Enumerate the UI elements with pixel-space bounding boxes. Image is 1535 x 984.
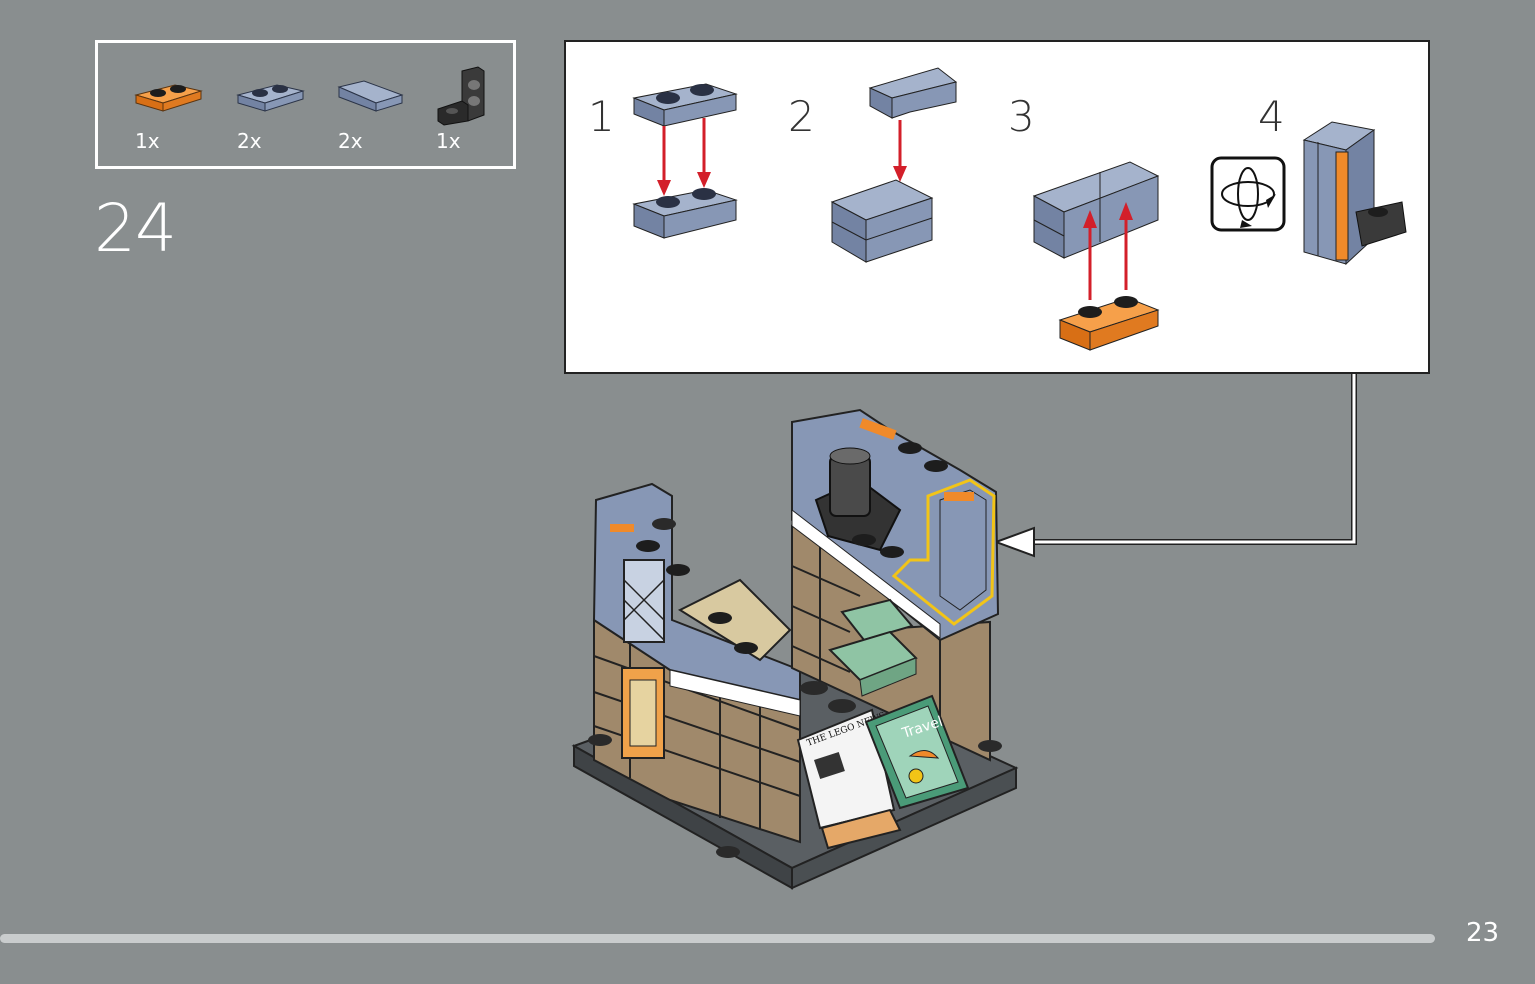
sand-blue-plate-1x2-icon bbox=[236, 84, 305, 112]
new-part-highlight bbox=[891, 478, 996, 626]
model-illustration: THE LEGO NEWS Travel bbox=[571, 408, 1019, 890]
part-sand-blue-slope: 2x bbox=[336, 63, 426, 163]
rotate-icon bbox=[1210, 156, 1286, 232]
page-number: 23 bbox=[1466, 918, 1500, 948]
callout-illustration bbox=[632, 67, 1407, 351]
part-quantity: 2x bbox=[338, 129, 363, 153]
progress-bar bbox=[0, 934, 1435, 943]
part-quantity: 1x bbox=[436, 129, 461, 153]
part-quantity: 1x bbox=[135, 129, 160, 153]
orange-plate-1x2-icon bbox=[134, 84, 203, 112]
newspaper bbox=[796, 708, 896, 830]
subassembly-callout: 1 2 3 4 bbox=[564, 40, 1430, 374]
sand-blue-slope-icon bbox=[337, 80, 404, 112]
parts-list: 1x 2x 2x 1x bbox=[95, 40, 516, 169]
part-quantity: 2x bbox=[237, 129, 262, 153]
substep-number: 2 bbox=[788, 92, 815, 141]
black-bracket-icon bbox=[437, 66, 485, 126]
pointer-arrow-icon bbox=[993, 526, 1035, 558]
part-orange-plate: 1x bbox=[133, 63, 223, 163]
substep-number: 3 bbox=[1008, 92, 1035, 141]
substep-2-graphic bbox=[830, 67, 958, 263]
substep-3-graphic bbox=[1032, 161, 1160, 351]
part-sand-blue-plate: 2x bbox=[235, 63, 325, 163]
part-black-bracket: 1x bbox=[434, 63, 524, 163]
step-number: 24 bbox=[94, 190, 177, 267]
substep-number: 4 bbox=[1258, 92, 1285, 141]
substep-1-graphic bbox=[632, 83, 738, 239]
substep-4-graphic bbox=[1302, 121, 1407, 266]
substep-number: 1 bbox=[588, 92, 615, 141]
